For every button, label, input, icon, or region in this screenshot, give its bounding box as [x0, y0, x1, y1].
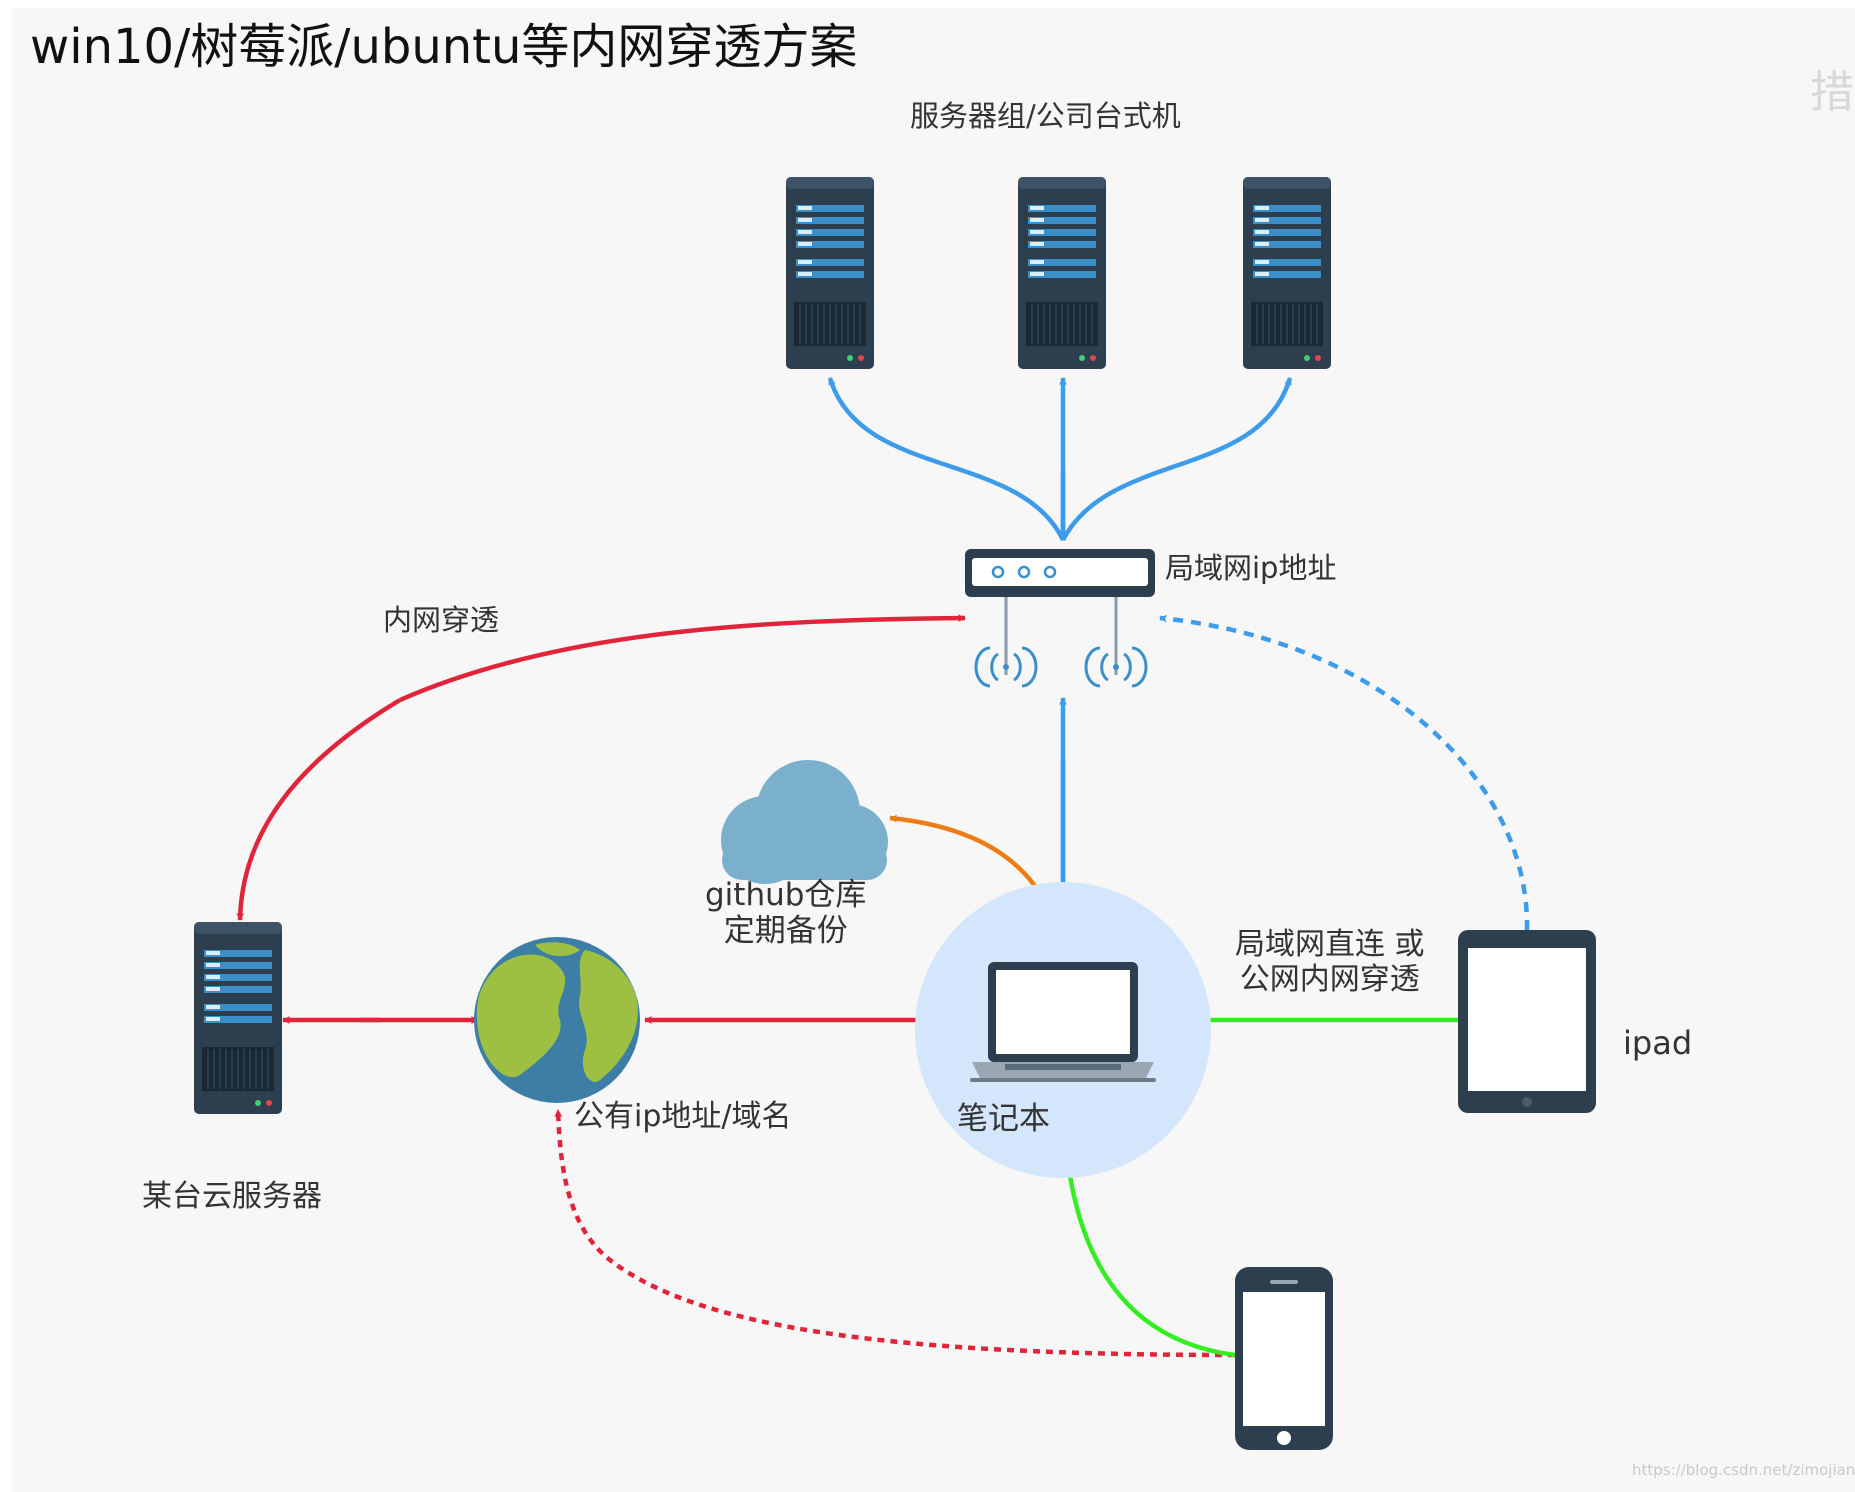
github-label-line2: 定期备份 [723, 912, 848, 949]
server-icon [1242, 176, 1332, 370]
server-icon [193, 921, 283, 1115]
edge-glyph: 措 [1810, 67, 1854, 118]
phone-icon [1235, 1267, 1333, 1450]
tunnel-to-cloud-server-arrow [236, 698, 402, 921]
router-to-server-right-arrow [1061, 377, 1293, 542]
router-to-server-left-arrow [827, 377, 1066, 541]
phone-to-globe-dashed-arrow [554, 1109, 1236, 1358]
page-title: win10/树莓派/ubuntu等内网穿透方案 [30, 19, 858, 75]
ipad-to-router-dashed-arrow [1159, 614, 1530, 931]
server-icon [1017, 176, 1107, 370]
diagram-background [12, 8, 1855, 1492]
laptop-icon [970, 962, 1156, 1082]
tablet-icon [1458, 930, 1596, 1113]
wifi-icon [974, 646, 1038, 688]
ipad-connection-label-line2: 公网内网穿透 [1239, 961, 1420, 997]
cloud-icon [721, 760, 888, 884]
github-label: github仓库 定期备份 [705, 877, 867, 949]
watermark: https://blog.csdn.net/zimojiang [1632, 1461, 1855, 1479]
cloud-server-label: 某台云服务器 [142, 1179, 322, 1214]
server-group-label: 服务器组/公司台式机 [910, 99, 1181, 133]
router-icon [965, 549, 1155, 675]
wifi-icon [1084, 646, 1148, 688]
server-icon [785, 176, 875, 370]
tunnel-label: 内网穿透 [383, 603, 500, 637]
public-ip-label: 公有ip地址/域名 [574, 1099, 792, 1134]
ipad-label: ipad [1623, 1024, 1693, 1062]
tunnel-to-router-arrow [399, 614, 966, 703]
laptop-label: 笔记本 [957, 1101, 1050, 1137]
router-label: 局域网ip地址 [1165, 551, 1337, 585]
github-label-line1: github仓库 [705, 877, 867, 913]
globe-icon [474, 937, 640, 1103]
ipad-connection-label: 局域网直连 或 公网内网穿透 [1235, 927, 1425, 997]
ipad-connection-label-line1: 局域网直连 或 [1235, 927, 1425, 962]
